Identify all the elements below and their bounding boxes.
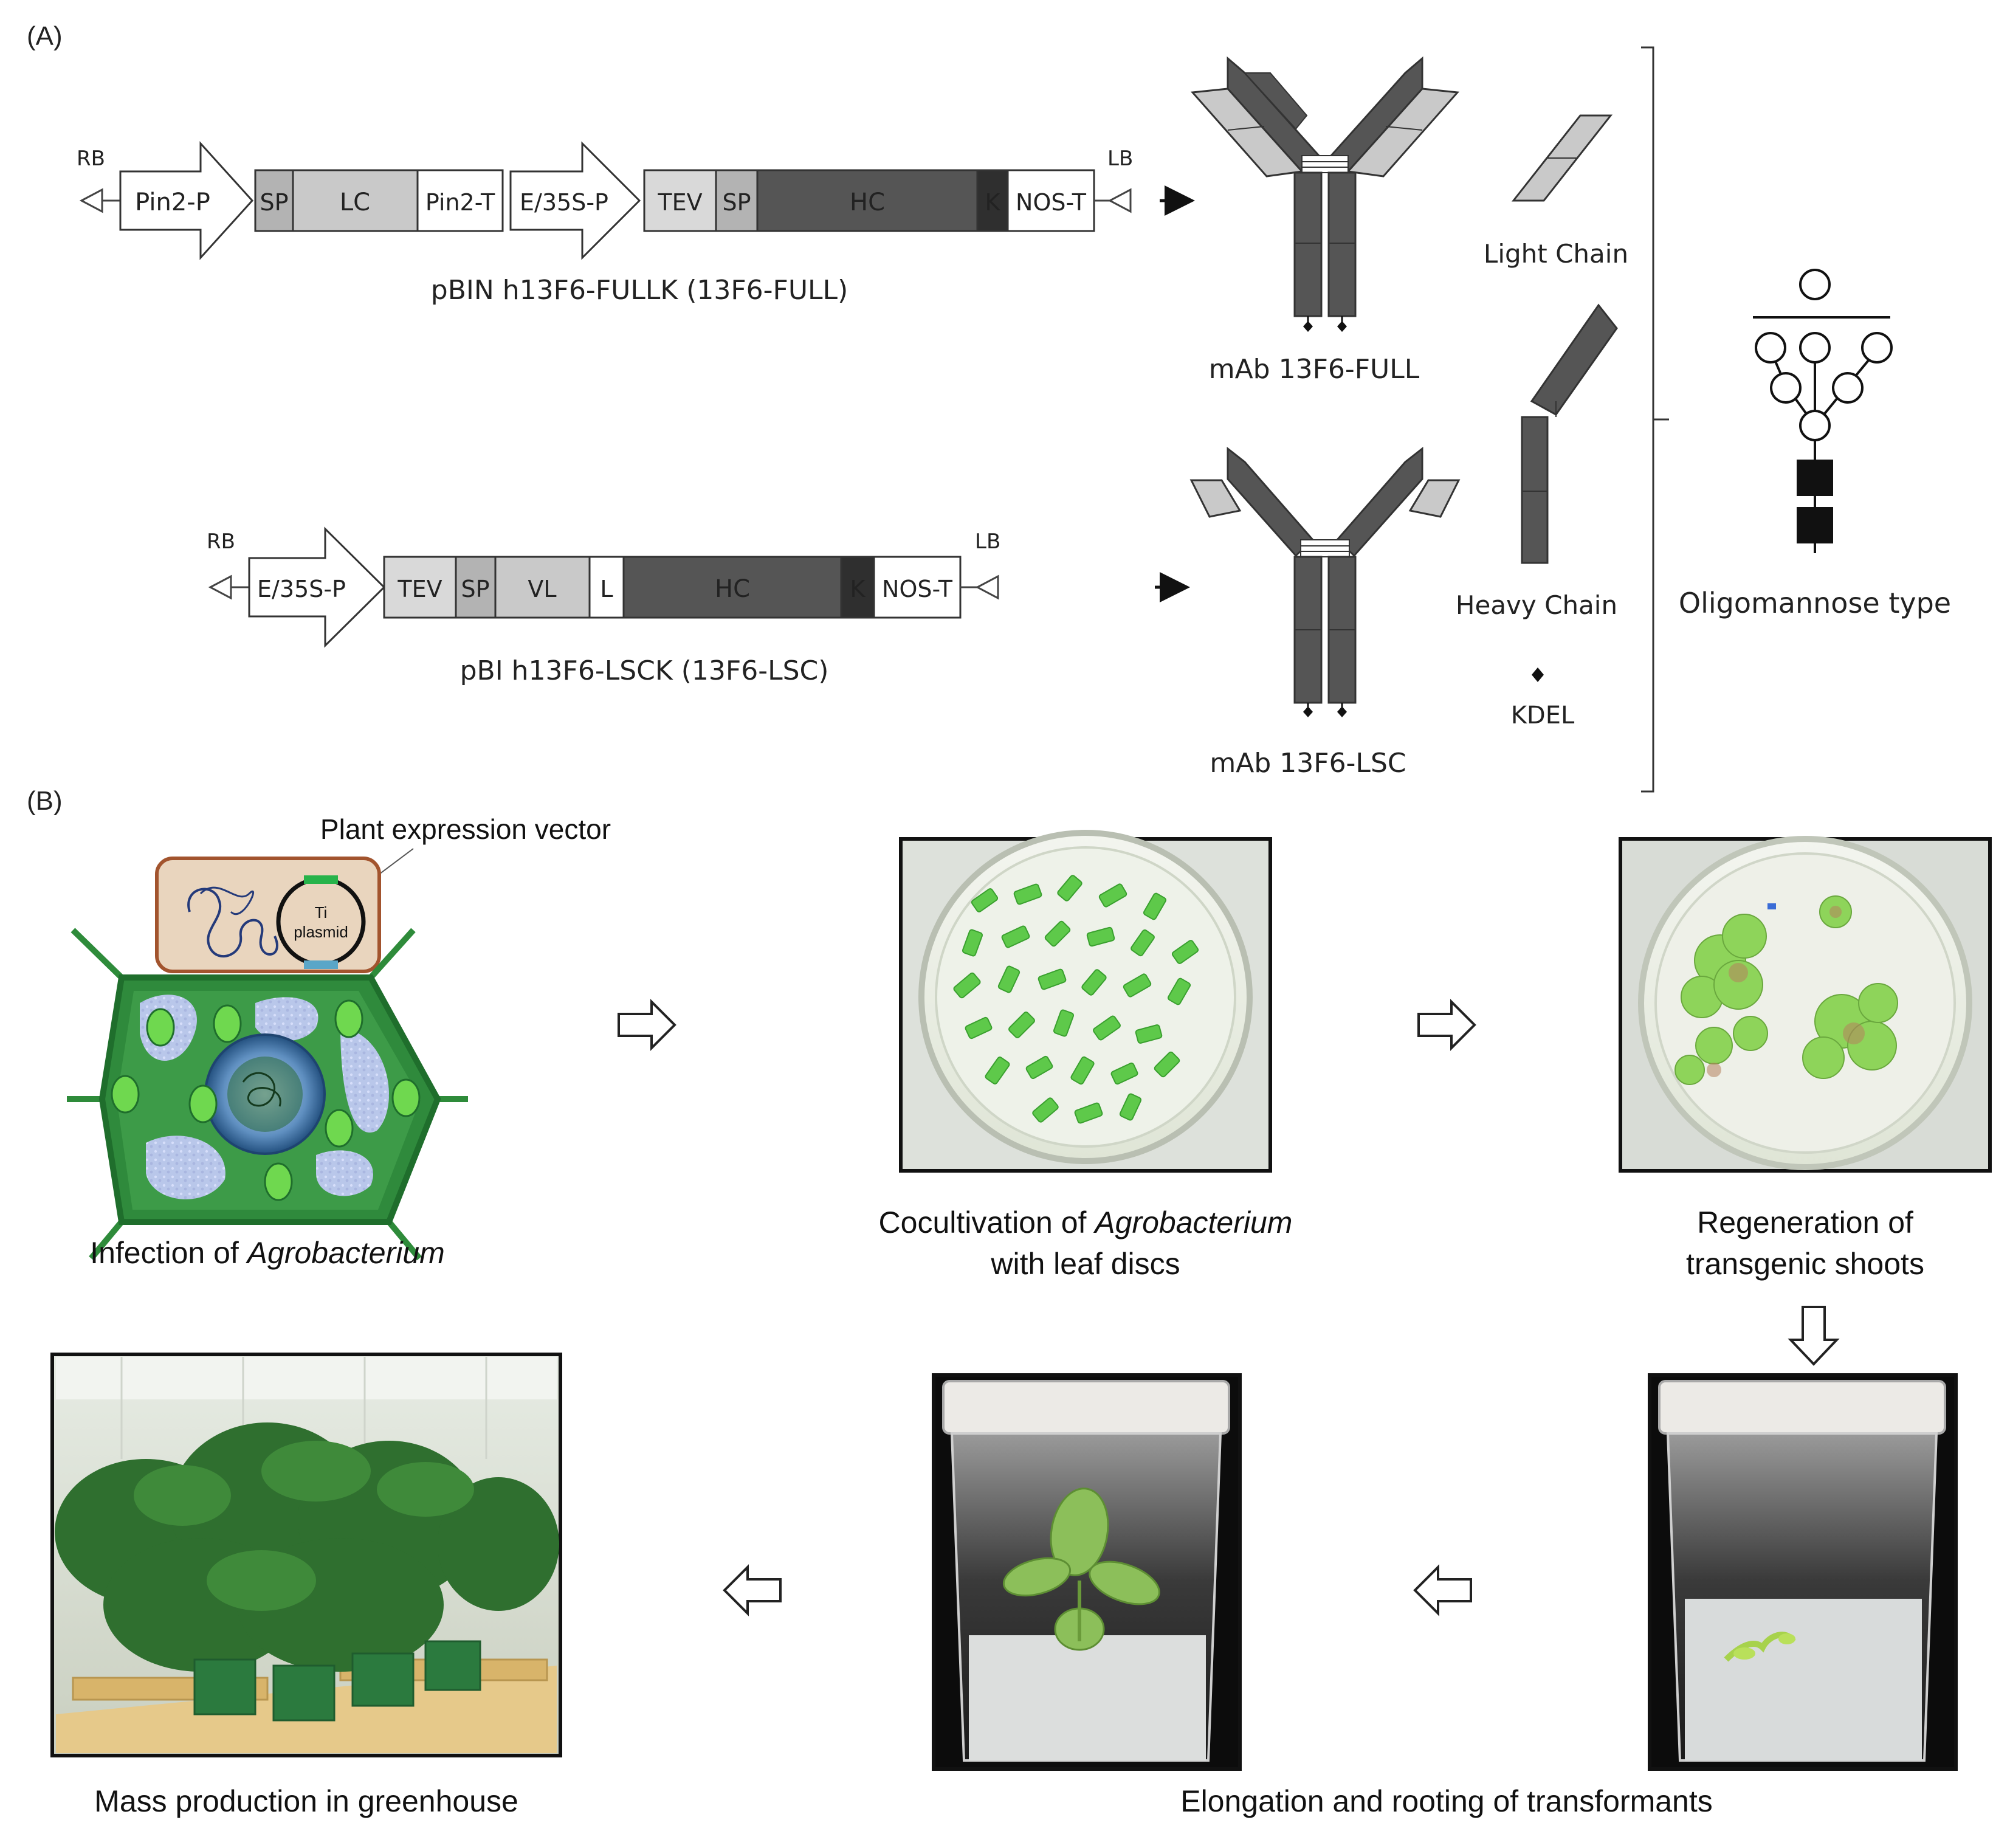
legend-kdel-icon [1532, 667, 1544, 682]
legend-kdel-label: KDEL [1511, 702, 1575, 729]
kdel-diamond-icon [1303, 321, 1313, 332]
vector-label: Plant expression vector [320, 813, 611, 845]
photo-regenerating-shoots [1619, 836, 1992, 1173]
segment-box-tev-lsc [383, 556, 457, 619]
oligomannose-glycan-icon [1753, 269, 1893, 553]
step-cocultivation-caption-1: Cocultivation of Agrobacterium [879, 1205, 1293, 1239]
construct-full-map: RB Pin2-P SP LC Pin2-T E/35S-P TEV SP HC… [77, 141, 1133, 306]
antibody-lsc-label: mAb 13F6-LSC [1210, 748, 1406, 779]
photo-rooting-jar-small [1648, 1373, 1958, 1771]
promoter-arrow-e35s-full [509, 141, 641, 260]
chloroplast-icon [391, 1078, 421, 1117]
segment-sp2: SP [722, 189, 751, 216]
segment-lc: LC [340, 188, 370, 216]
construct-lsc-name: pBI h13F6-LSCK (13F6-LSC) [460, 655, 829, 686]
segment-nos-t-full: NOS-T [1016, 189, 1087, 216]
legend-heavy-chain-icon [1521, 303, 1618, 564]
promoter-arrow-e35s-lsc [248, 526, 386, 648]
step-regeneration-caption-1: Regeneration of [1697, 1205, 1913, 1239]
plant-cell-illustration [67, 928, 468, 1261]
kdel-diamond-icon [1337, 706, 1347, 717]
antibody-lsc-icon [1189, 446, 1461, 717]
construct-full-name: pBIN h13F6-FULLK (13F6-FULL) [431, 275, 848, 306]
lb-label-lsc: LB [975, 529, 1000, 554]
segment-box-pin2t [416, 169, 504, 232]
antibody-full-label: mAb 13F6-FULL [1209, 354, 1420, 385]
step-mass-production-caption: Mass production in greenhouse [94, 1784, 518, 1818]
chloroplast-icon [213, 1004, 242, 1043]
segment-box-nost-full [1007, 169, 1095, 232]
legend-light-chain-label: Light Chain [1484, 239, 1628, 269]
chromosome-dna-icon [187, 888, 278, 958]
rb-label-full: RB [77, 147, 105, 171]
panel-a-label: (A) [27, 21, 63, 51]
rb-border-icon-lsc [208, 574, 232, 600]
segment-pin2-t: Pin2-T [425, 189, 495, 216]
segment-k-lsc: K [850, 576, 866, 602]
segment-vl: VL [528, 576, 556, 602]
segment-e35s-p-lsc: E/35S-P [257, 576, 346, 602]
step-elongation-caption: Elongation and rooting of transformants [1180, 1784, 1713, 1818]
lb-border-icon [1107, 188, 1132, 213]
segment-box-sp1 [254, 169, 294, 232]
flow-arrow-down-icon [1788, 1306, 1840, 1366]
construct-lsc-map: RB E/35S-P TEV SP VL L HC K NOS-T LB pBI… [207, 526, 1000, 686]
step-infection-caption: Infection of Agrobacterium [90, 1236, 445, 1270]
segment-box-k-full [976, 169, 1009, 232]
segment-hc-full: HC [850, 188, 885, 216]
segment-box-hc-lsc [622, 556, 842, 619]
legend-light-chain-icon [1511, 114, 1613, 202]
chloroplast-icon [188, 1084, 218, 1123]
promoter-arrow-pin2 [119, 141, 254, 260]
segment-hc-lsc: HC [715, 575, 750, 603]
segment-box-hc-full [756, 169, 979, 232]
flow-arrow-right-icon [1417, 999, 1476, 1051]
kdel-diamond-icon [1337, 321, 1347, 332]
segment-box-vl [494, 556, 591, 619]
segment-tev-lsc: TEV [397, 576, 442, 602]
flow-arrow-left-icon [723, 1564, 782, 1616]
plasmid-label-ti: Ti [315, 903, 328, 922]
photo-greenhouse [50, 1353, 562, 1757]
photo-rooting-jar-plantlet [932, 1373, 1242, 1771]
segment-box-k-lsc [840, 556, 875, 619]
segment-sp-lsc: SP [461, 576, 489, 602]
chloroplast-icon [264, 1162, 293, 1201]
kdel-diamond-icon [1303, 706, 1313, 717]
segment-box-sp2 [715, 169, 759, 232]
segment-sp1: SP [260, 189, 288, 216]
chloroplast-icon [111, 1075, 140, 1114]
rb-border-icon [79, 188, 103, 213]
lb-border-icon-lsc [975, 574, 999, 600]
chloroplast-icon [146, 1008, 175, 1047]
rb-label-lsc: RB [207, 529, 235, 554]
segment-box-sp-lsc [455, 556, 497, 619]
glycan-label: Oligomannose type [1679, 587, 1951, 619]
legend-bracket [1641, 46, 1669, 793]
photo-leaf-disc-dish [899, 830, 1272, 1173]
segment-nos-t-lsc: NOS-T [882, 576, 953, 602]
step-cocultivation-caption-2: with leaf discs [990, 1247, 1180, 1281]
chloroplast-icon [334, 999, 363, 1038]
panel-b-label: (B) [27, 786, 63, 816]
segment-tev-full: TEV [657, 189, 702, 216]
lb-label-full: LB [1107, 147, 1133, 171]
flow-arrow-left-icon [1413, 1564, 1472, 1616]
plasmid-label-plasmid: plasmid [294, 923, 348, 941]
segment-k-full: K [985, 189, 1001, 216]
antibody-full-icon [1190, 56, 1460, 332]
segment-pin2-p: Pin2-P [135, 188, 210, 216]
segment-box-nost-lsc [873, 556, 962, 619]
chloroplast-icon [325, 1109, 354, 1148]
segment-box-lc [292, 169, 419, 232]
legend-heavy-chain-label: Heavy Chain [1456, 590, 1617, 620]
flow-arrow-right-icon [618, 999, 676, 1051]
segment-l: L [600, 576, 613, 602]
step-regeneration-caption-2: transgenic shoots [1686, 1247, 1924, 1281]
agrobacterium-cell: Ti plasmid [155, 857, 381, 973]
segment-e35s-p-full: E/35S-P [520, 189, 608, 216]
